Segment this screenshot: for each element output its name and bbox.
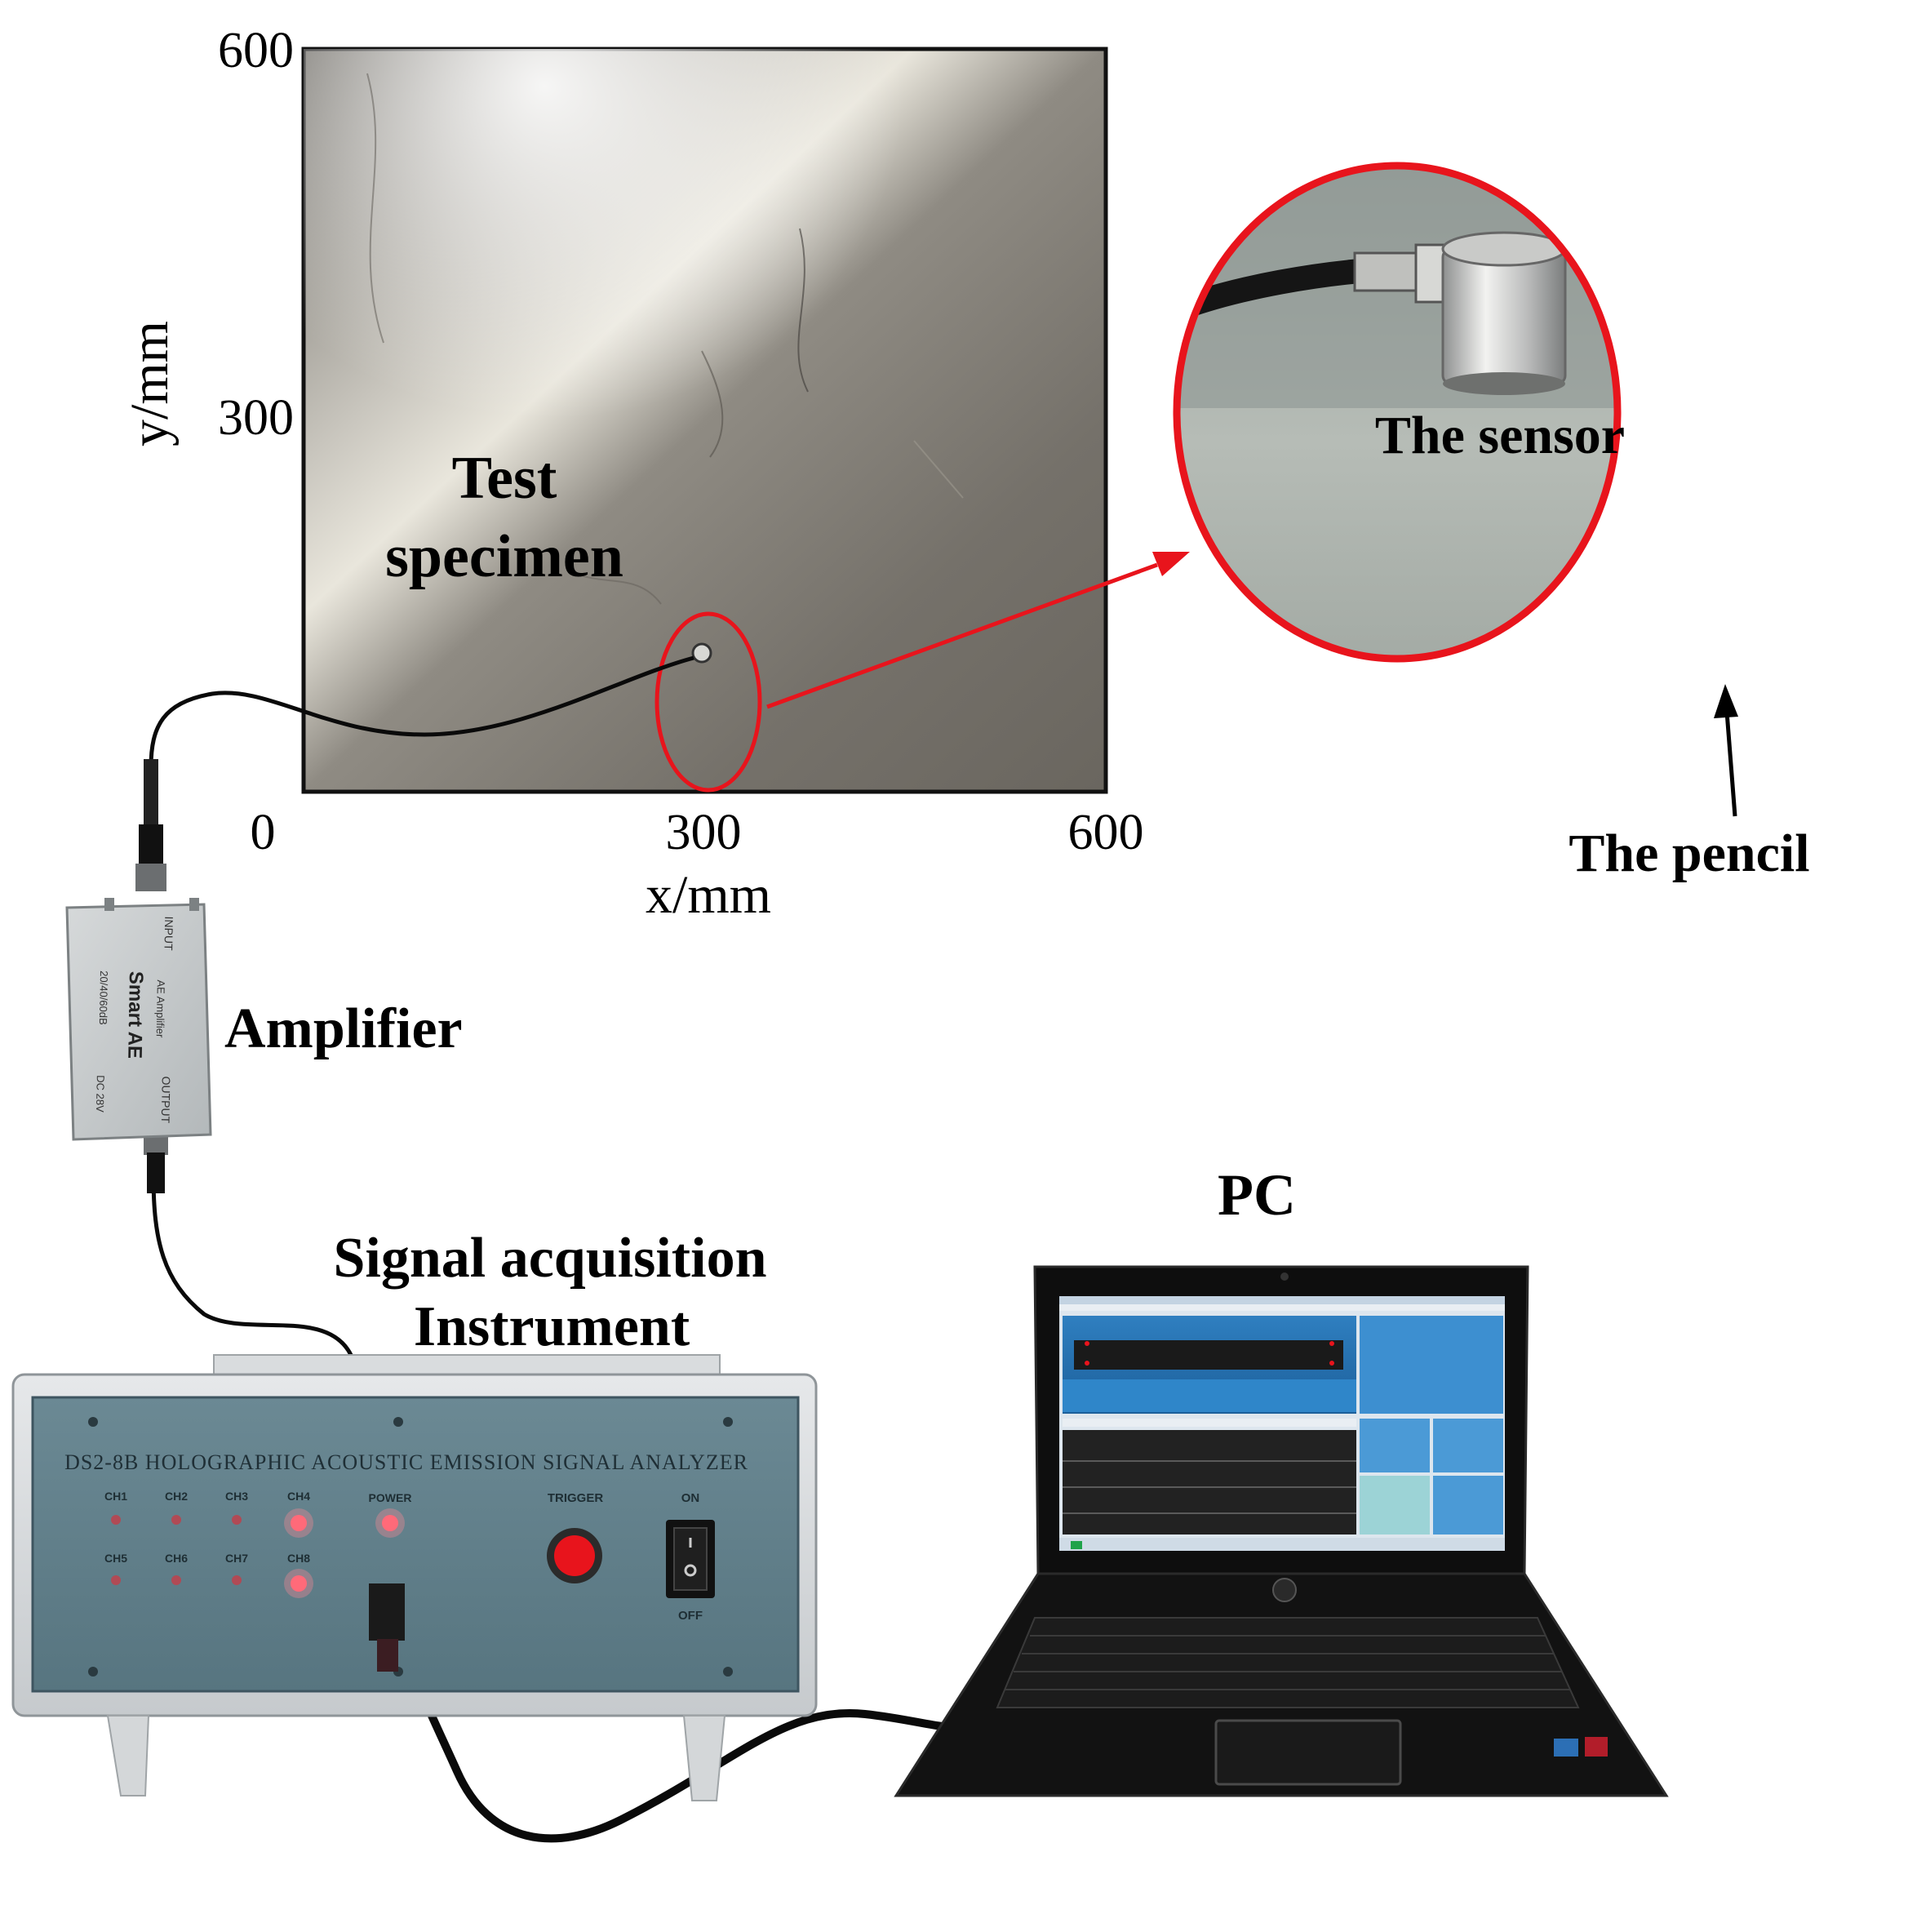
y-axis-title: y/mm xyxy=(120,321,180,446)
sensor-label: The sensor xyxy=(1375,406,1625,465)
off-label: OFF xyxy=(678,1609,703,1623)
channel-label: CH5 xyxy=(104,1552,127,1565)
test-specimen-label-line2: specimen xyxy=(385,523,623,590)
amplifier-label: Amplifier xyxy=(224,997,463,1060)
channel-label: CH8 xyxy=(287,1552,310,1565)
usb-plug xyxy=(369,1583,405,1672)
cable-amplifier-to-analyzer xyxy=(151,1175,353,1357)
channel-label: CH2 xyxy=(165,1490,188,1503)
amplifier-input-connector xyxy=(135,759,166,891)
channel-label: CH6 xyxy=(165,1552,188,1565)
channel-led xyxy=(171,1515,181,1525)
channel-led xyxy=(171,1575,181,1585)
amplifier-output-connector xyxy=(144,1122,168,1193)
channel-led xyxy=(111,1575,121,1585)
channel-led xyxy=(291,1575,307,1592)
sensor-highlight-ellipse xyxy=(654,611,762,793)
on-label: ON xyxy=(681,1491,700,1505)
amplifier-box xyxy=(65,898,212,1141)
channel-led xyxy=(291,1515,307,1531)
channel-led xyxy=(232,1515,242,1525)
amplifier-text-dc: DC 28V xyxy=(94,1075,107,1113)
test-specimen-plate xyxy=(301,47,1108,794)
pc-label: PC xyxy=(1218,1162,1296,1228)
test-specimen-label-line1: Test xyxy=(452,445,557,512)
pencil-pointer-arrow xyxy=(1714,684,1738,817)
analyzer-label-line2: Instrument xyxy=(414,1295,690,1358)
x-axis-title: x/mm xyxy=(646,865,771,925)
trigger-label: TRIGGER xyxy=(548,1491,604,1505)
channel-leds: CH1 CH2 CH3 CH4 CH5 CH6 CH7 CH8 xyxy=(104,1490,313,1598)
trigger-button[interactable] xyxy=(547,1528,602,1583)
x-tick-600: 600 xyxy=(1068,805,1144,860)
y-tick-600: 600 xyxy=(218,23,294,78)
power-label: POWER xyxy=(369,1491,412,1504)
amplifier-text-input: INPUT xyxy=(162,916,175,951)
channel-led xyxy=(232,1575,242,1585)
channel-label: CH7 xyxy=(225,1552,248,1565)
power-switch[interactable] xyxy=(666,1520,715,1598)
channel-label: CH1 xyxy=(104,1490,127,1503)
zoom-arrow xyxy=(766,552,1190,709)
channel-led xyxy=(111,1515,121,1525)
power-led xyxy=(382,1515,398,1531)
laptop xyxy=(894,1265,1669,1797)
amplifier-text-ae-amplifier: AE Amplifier xyxy=(154,979,167,1038)
amplifier-text-output: OUTPUT xyxy=(159,1076,173,1123)
y-tick-300: 300 xyxy=(218,390,294,446)
pencil-label: The pencil xyxy=(1569,824,1809,883)
amplifier-text-gain: 20/40/60dB xyxy=(97,970,110,1025)
channel-label: CH4 xyxy=(287,1490,310,1503)
x-tick-0: 0 xyxy=(251,805,276,860)
cable-sensor-to-amplifier xyxy=(149,655,694,768)
laptop-screen xyxy=(1059,1296,1505,1551)
sensor-on-plate xyxy=(691,642,712,664)
channel-label: CH3 xyxy=(225,1490,248,1503)
analyzer-label-line1: Signal acquisition xyxy=(333,1227,766,1290)
x-tick-300: 300 xyxy=(666,805,742,860)
amplifier-text-brand: Smart AE xyxy=(123,971,147,1059)
analyzer-panel-title: DS2-8B HOLOGRAPHIC ACOUSTIC EMISSION SIG… xyxy=(64,1450,748,1474)
